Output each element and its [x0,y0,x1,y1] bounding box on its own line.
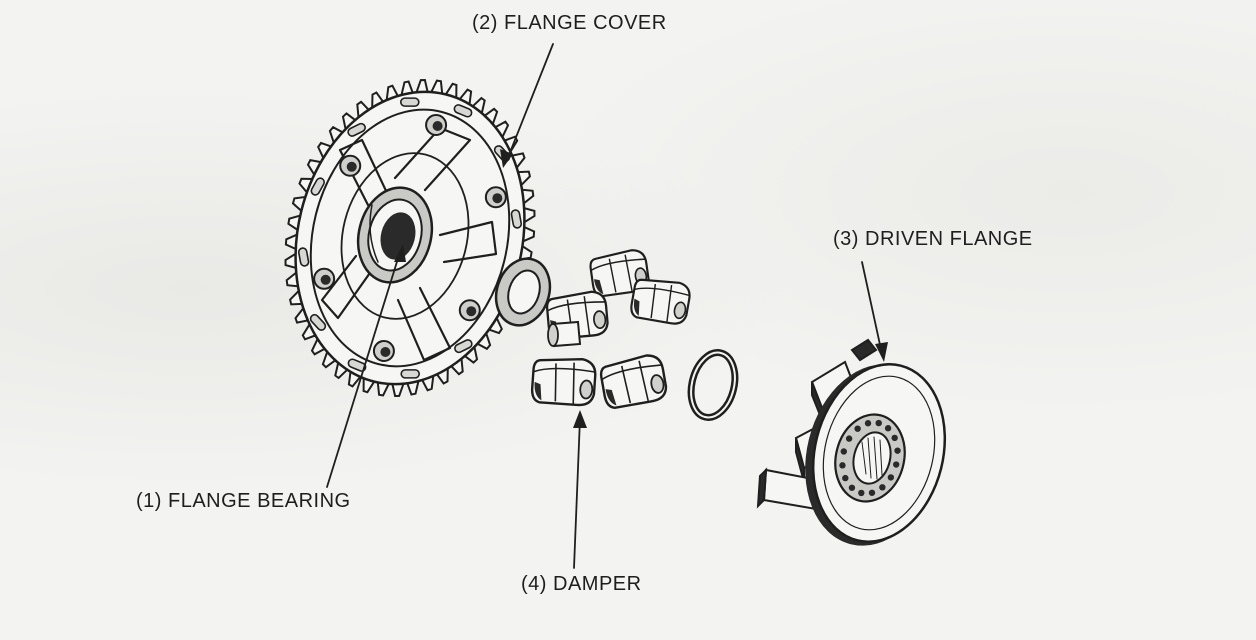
flange-cover-ring [340,152,470,320]
sprocket-slot [297,247,310,267]
sprocket-slot [347,358,367,372]
label-flange-cover: (2) FLANGE COVER [472,12,667,34]
spline-tooth [864,420,872,427]
damper-rubber [530,357,597,407]
bearing-bore [380,212,416,260]
damper-plug [547,320,582,348]
sprocket-slot [453,104,473,118]
spline-tooth [845,435,853,442]
spline-tooth [879,484,886,491]
spline-tooth [887,474,895,481]
spline-tooth [840,448,848,455]
sprocket-flange-hub [284,78,536,398]
leader-arrowheads [394,149,888,428]
leader-lines [326,43,883,569]
label-flange-bearing: (1) FLANGE BEARING [136,490,351,512]
driven-flange [756,338,947,546]
spline-tooth [858,489,865,497]
sprocket-slot [510,209,523,229]
spline-tooth [868,489,876,496]
sprocket-slot [399,97,420,107]
spline-tooth [892,461,900,468]
damper-rubber [599,354,668,409]
leader-flange-bearing [326,251,401,488]
bolt-core [320,274,331,285]
damper-rubber [589,249,650,298]
arrow-driven-flange [875,342,888,362]
arrow-flange-bearing [394,244,406,262]
sprocket-slot [347,122,366,137]
arrow-flange-cover [500,149,513,168]
spline-tooth [891,434,898,442]
bolt-core [432,120,443,131]
damper-set [530,249,691,409]
arrow-damper [573,410,587,428]
spline-tooth [854,425,861,432]
spline-tooth [842,474,849,482]
hub-splines [839,419,901,497]
spline-bore-lines [861,436,883,480]
bolt-core [346,161,357,172]
spline-tooth [894,447,901,454]
leader-flange-cover [506,43,554,161]
sprocket-slot [309,313,327,331]
thrust-washer [494,257,552,327]
sprocket-slots [297,97,523,379]
sprocket-slot [400,369,421,379]
sprocket-slot [310,177,326,196]
sprocket-inner-ring [309,108,511,368]
label-driven-flange: (3) DRIVEN FLANGE [833,228,1033,250]
label-damper: (4) DAMPER [521,573,642,595]
damper-rubber [630,278,691,325]
spline-tooth [839,462,846,469]
spline-tooth [875,419,882,427]
spline-tooth [884,425,892,432]
bolt-core [380,347,391,358]
leader-driven-flange [861,261,883,355]
spline-tooth [848,484,856,491]
flange-bolts [313,113,507,363]
bolt-core [492,193,503,204]
o-ring [687,349,739,421]
sprocket-slot [454,339,473,354]
leader-damper [573,417,581,569]
bolt-core [466,306,477,317]
